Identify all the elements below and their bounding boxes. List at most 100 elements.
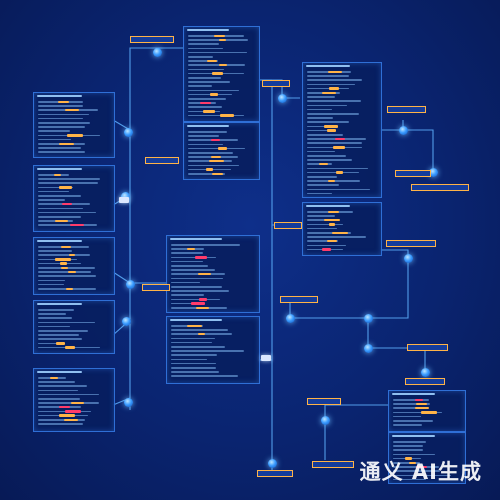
panel-highlight-chip (58, 414, 75, 417)
panel-text-line (307, 240, 339, 242)
panel-highlight-chip (324, 219, 340, 222)
panel-text-line (171, 371, 220, 373)
panel-header-line (37, 95, 83, 97)
panel-highlight-chip (203, 110, 216, 113)
panel-text-line (393, 407, 428, 409)
glowing-node-icon (267, 458, 277, 468)
panel-text-line (38, 190, 69, 193)
panel-text-line (188, 164, 239, 167)
glowing-node-icon (363, 313, 373, 323)
panel-highlight-chip (409, 461, 416, 464)
panel-highlight-chip (328, 70, 342, 73)
panel-text-line (171, 362, 216, 365)
panel-text-line (171, 346, 225, 348)
panel-text-line (188, 81, 231, 83)
panel-text-line (188, 47, 224, 50)
panel-text-line (307, 232, 351, 234)
panel-highlight-chip (54, 258, 71, 261)
panel-highlight-chip (55, 342, 65, 345)
panel-highlight-chip (186, 324, 203, 327)
panel-highlight-chip (327, 240, 337, 243)
panel-text-line (307, 83, 356, 86)
panel-text-line (393, 453, 436, 456)
panel-text-line (307, 134, 344, 136)
glowing-node-icon (123, 127, 133, 137)
panel-header-line (170, 319, 222, 321)
panel-text-line (38, 398, 80, 400)
glowing-node-icon (125, 279, 135, 289)
panel-highlight-chip (210, 139, 221, 142)
panel-highlight-chip (71, 401, 85, 405)
panel-text-line (171, 358, 208, 361)
panel-text-line (38, 338, 83, 340)
panel-text-line (188, 173, 226, 175)
panel-highlight-chip (414, 398, 423, 401)
panel-text-line (188, 68, 225, 71)
glowing-node-icon (363, 343, 373, 353)
panel-highlight-chip (54, 173, 61, 176)
panel-text-line (393, 415, 422, 418)
panel-highlight-chip (415, 407, 429, 410)
panel-text-line (393, 474, 451, 477)
panel-text-line (307, 96, 336, 98)
panel-highlight-chip (186, 247, 196, 251)
panel-highlight-chip (199, 298, 208, 301)
panel-highlight-chip (415, 465, 427, 469)
panel-highlight-chip (212, 172, 223, 175)
panel-text-line (171, 302, 201, 305)
panel-highlight-chip (59, 262, 68, 265)
panel-header-line (392, 393, 435, 395)
panel-text-line (38, 147, 81, 149)
panel-text-line (38, 216, 81, 218)
tag-label (395, 170, 431, 177)
panel-text-line (38, 254, 91, 256)
panel-text-line (171, 265, 208, 267)
panel-text-line (307, 87, 350, 90)
panel-text-line (188, 60, 219, 62)
panel-text-line (307, 142, 362, 144)
panel-text-line (171, 281, 201, 284)
panel-highlight-chip (61, 245, 72, 248)
panel-header-line (187, 29, 230, 31)
panel-text-line (38, 389, 79, 392)
panel-highlight-chip (60, 266, 69, 269)
panel-text-line (188, 77, 221, 79)
panel-text-line (38, 309, 75, 311)
panel-text-line (38, 385, 87, 387)
panel-highlight-chip (328, 223, 335, 226)
panel-text-line (188, 135, 220, 137)
panel-text-line (307, 176, 337, 178)
panel-highlight-chip (218, 38, 227, 42)
panel-text-line (188, 152, 234, 154)
panel-text-line (393, 470, 441, 472)
panel-text-line (171, 286, 222, 288)
panel-text-line (38, 182, 99, 184)
panel-highlight-chip (70, 224, 84, 227)
panel-text-line (188, 131, 227, 133)
panel-text-line (188, 85, 213, 87)
panel-text-line (38, 224, 98, 226)
panel-highlight-chip (67, 270, 77, 274)
panel-highlight-chip (64, 109, 79, 112)
panel-text-line (307, 223, 344, 226)
panel-text-line (171, 367, 216, 369)
panel-text-line (307, 219, 333, 221)
panel-highlight-chip (66, 287, 73, 290)
glowing-node-icon (320, 415, 330, 425)
panel-text-line (38, 195, 82, 197)
panel-highlight-chip (196, 306, 209, 309)
panel-header-line (306, 205, 350, 207)
glowing-node-icon (123, 397, 133, 407)
panel-header-line (37, 240, 83, 242)
panel-highlight-chip (207, 59, 217, 63)
panel-text-line (188, 106, 222, 108)
panel-text-line (171, 375, 239, 377)
panel-text-line (171, 244, 241, 246)
panel-text-line (307, 184, 339, 186)
panel-highlight-chip (336, 171, 344, 174)
panel-text-line (38, 334, 80, 336)
panel-text-line (171, 260, 203, 263)
glowing-node-icon (398, 125, 408, 135)
panel-text-line (38, 207, 83, 210)
panel-text-line (393, 445, 424, 447)
